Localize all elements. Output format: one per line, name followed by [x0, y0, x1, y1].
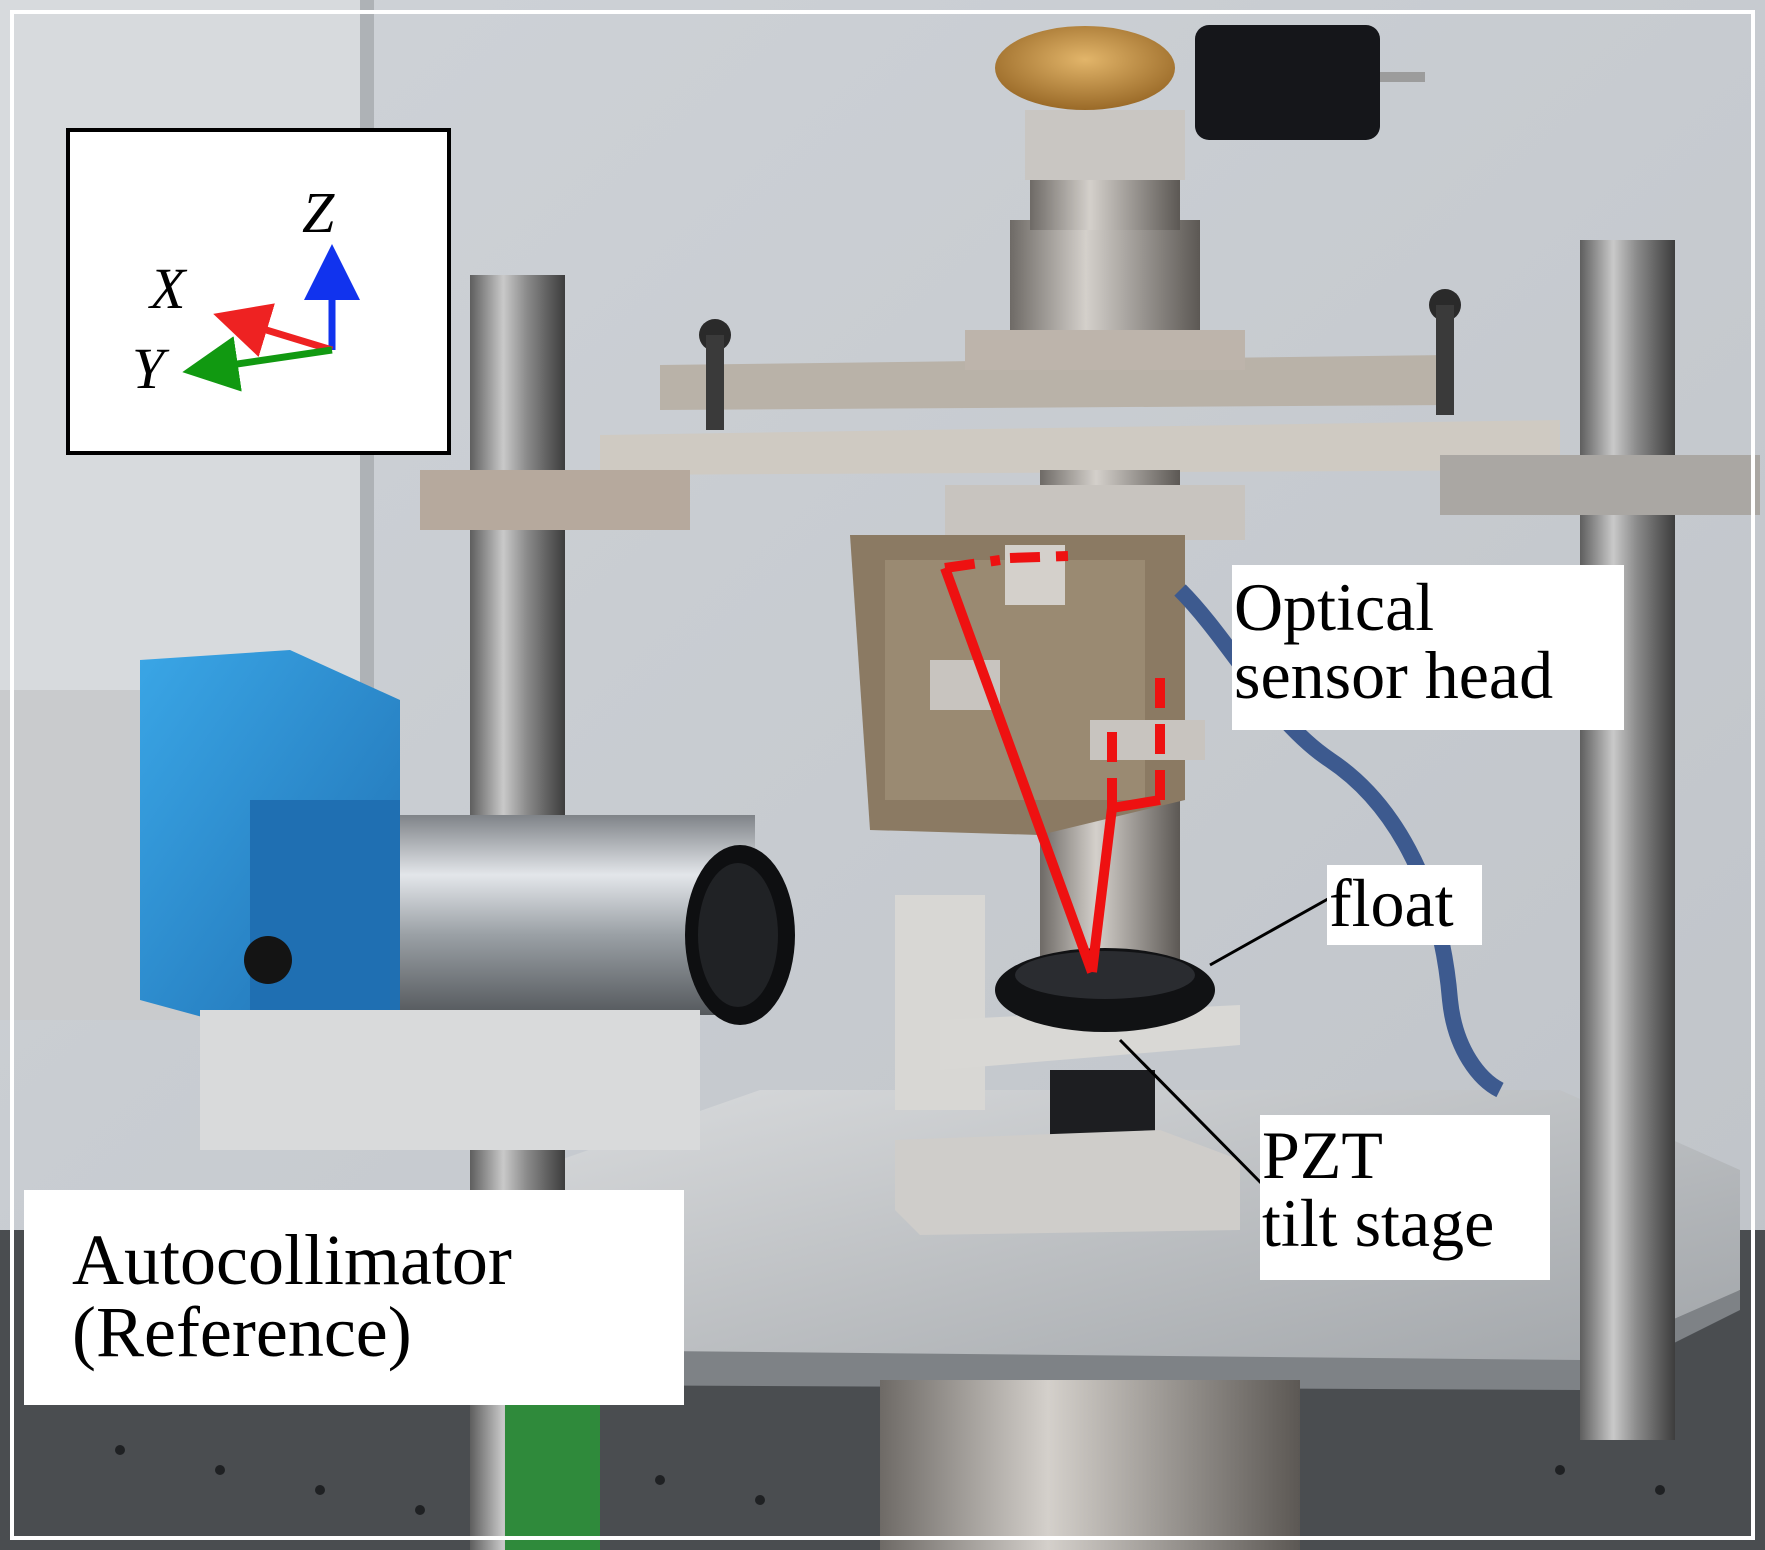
photo-border — [10, 10, 1755, 1540]
y-axis-label: Y — [132, 336, 165, 401]
bolt-right-shaft — [1436, 305, 1454, 415]
pzt-base-plate — [895, 1130, 1240, 1235]
pzt-tilt-stage-label: PZT tilt stage — [1260, 1115, 1550, 1280]
sensor-mount-plate — [945, 485, 1245, 540]
right-clamp — [1440, 455, 1760, 515]
pzt-tilt-stage-line-2: tilt stage — [1262, 1185, 1495, 1261]
axes-diagram — [182, 244, 360, 392]
central-column-flange — [965, 330, 1245, 370]
base-cylinder — [880, 1380, 1300, 1550]
float-leader-line — [1209, 893, 1336, 967]
stage-bracket — [895, 895, 985, 1110]
z-axis-label: Z — [302, 180, 335, 245]
middle-plate — [600, 420, 1560, 475]
x-axis-arrow — [213, 303, 334, 357]
green-cable — [505, 1390, 600, 1550]
bolt-left-shaft — [706, 335, 724, 430]
optical-sensor-head-line-2: sensor head — [1234, 637, 1554, 713]
autocollimator-mount — [200, 1010, 700, 1150]
pzt-tilt-stage-line-1: PZT — [1262, 1117, 1383, 1193]
base-plate-edge — [560, 1290, 1740, 1390]
float-label-text: float — [1329, 865, 1454, 941]
rod-right — [1580, 240, 1675, 1440]
beam-path — [940, 551, 1165, 974]
autocollimator-line-1: Autocollimator — [72, 1220, 512, 1300]
motor-body — [1195, 25, 1380, 140]
motor-shaft — [1380, 72, 1425, 82]
central-column-block — [1025, 110, 1185, 180]
central-column-lower — [1010, 220, 1200, 340]
coordinate-axes-box: Z X Y — [66, 128, 451, 455]
upper-plate — [660, 355, 1450, 410]
brass-gear — [995, 26, 1175, 110]
autocollimator-knob — [244, 936, 292, 984]
left-clamp — [420, 470, 690, 530]
optical-sensor-head-label: Optical sensor head — [1232, 565, 1624, 730]
autocollimator-line-2: (Reference) — [72, 1292, 412, 1372]
optical-sensor-head-line-1: Optical — [1234, 569, 1435, 645]
y-axis-arrow — [182, 336, 333, 392]
float-top — [1015, 951, 1195, 999]
autocollimator-label: Autocollimator (Reference) — [24, 1190, 684, 1405]
autocollimator-lens-inner — [698, 863, 778, 1007]
float-label: float — [1327, 865, 1482, 945]
pzt-leader-line — [1118, 1038, 1270, 1192]
x-axis-label: X — [150, 256, 186, 321]
